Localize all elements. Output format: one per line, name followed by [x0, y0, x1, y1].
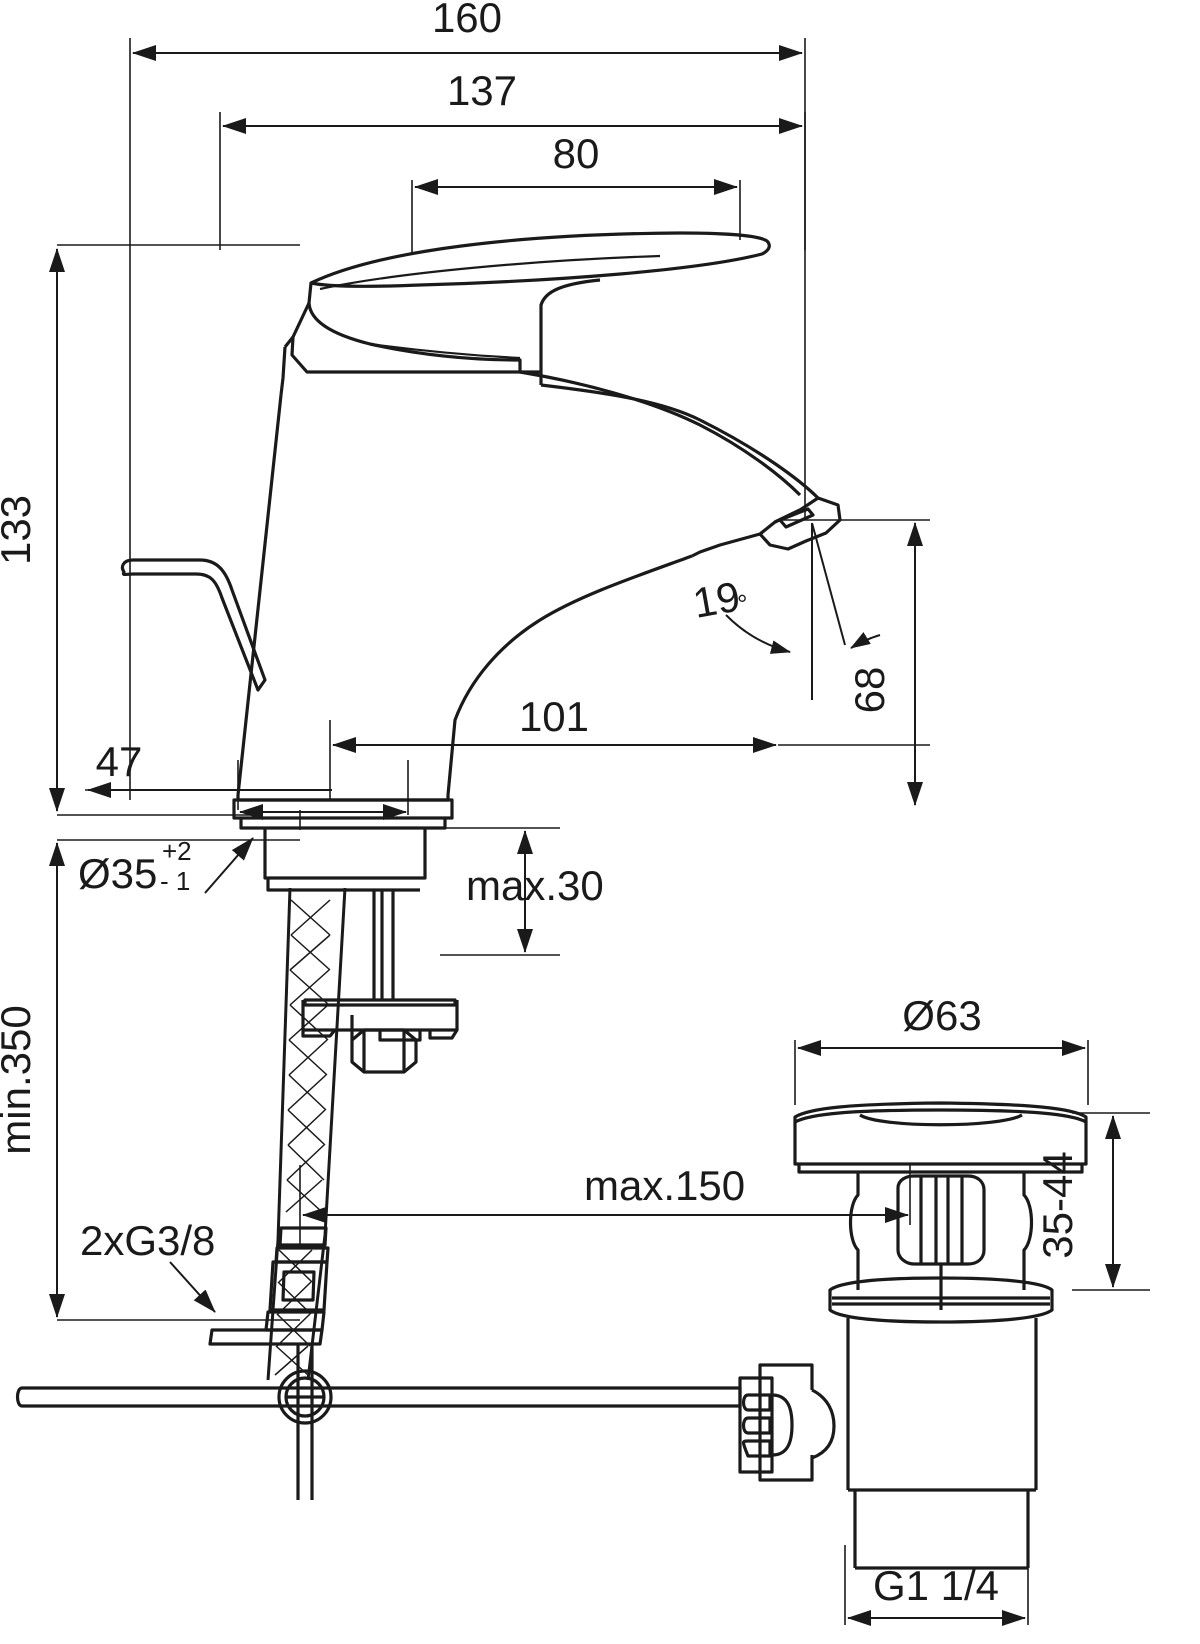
label-133: 133 — [0, 495, 39, 565]
popup-rod-horizontal — [15, 1345, 742, 1500]
label-2xg38: 2xG3/8 — [80, 1217, 215, 1264]
label-68: 68 — [846, 667, 893, 714]
label-3544: 35-44 — [1034, 1151, 1081, 1258]
label-d35-tol-minus: - 1 — [160, 866, 190, 896]
popup-waste-assembly — [738, 1101, 1088, 1570]
hose-braid-pattern — [274, 899, 331, 1376]
label-19: 19 — [689, 572, 743, 626]
label-degree-symbol: ° — [737, 589, 747, 619]
braided-hose — [266, 887, 347, 1381]
label-max30: max.30 — [466, 862, 604, 909]
leader-d35 — [204, 837, 254, 894]
label-137: 137 — [447, 67, 517, 114]
label-101: 101 — [519, 693, 589, 740]
label-g114: G1 1/4 — [873, 1562, 999, 1609]
dimension-lines — [49, 45, 1121, 1626]
label-d35-group: Ø35 +2 - 1 — [78, 836, 192, 897]
label-160: 160 — [432, 0, 502, 41]
mounting-shank-assembly — [263, 828, 459, 1074]
dimension-labels: 160 137 80 133 47 101 68 19 ° Ø35 +2 - 1… — [0, 0, 1081, 1609]
label-max150: max.150 — [584, 1162, 745, 1209]
label-47: 47 — [96, 738, 143, 785]
leader-2xg38 — [169, 1261, 216, 1313]
label-d35-tol-plus: +2 — [162, 836, 192, 866]
extension-lines — [57, 38, 1150, 1625]
label-angle-19: 19 ° — [689, 572, 747, 626]
label-d35: Ø35 — [78, 850, 157, 897]
lever-detail-lines — [319, 254, 661, 360]
label-d63: Ø63 — [902, 992, 981, 1039]
faucet-body-outline — [232, 231, 842, 830]
label-80: 80 — [553, 130, 600, 177]
hose-connector-g38 — [208, 1226, 330, 1346]
label-min350: min.350 — [0, 1005, 39, 1154]
angle-dimension-19 — [725, 522, 881, 700]
popup-lift-rod — [120, 558, 267, 692]
